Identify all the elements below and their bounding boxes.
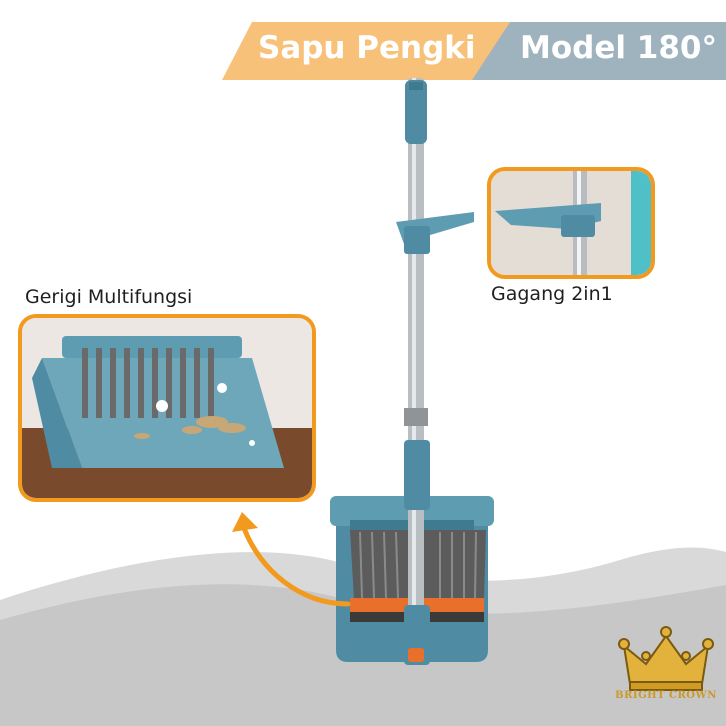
brand-name: BRIGHT CROWN	[615, 690, 717, 701]
banner-right-shape	[472, 22, 726, 80]
banner-left-title: Sapu Pengki	[258, 30, 476, 66]
handle-clip-inset	[487, 167, 655, 279]
caption-handle: Gagang 2in1	[491, 283, 613, 305]
handle-clip-photo	[491, 171, 651, 275]
comb-detail-photo	[22, 318, 312, 498]
banner-left-shape	[222, 22, 510, 80]
banner-right-title: Model 180°	[520, 30, 717, 66]
comb-detail-inset	[18, 314, 316, 502]
caption-comb: Gerigi Multifungsi	[25, 286, 193, 308]
crown-icon	[618, 626, 714, 691]
